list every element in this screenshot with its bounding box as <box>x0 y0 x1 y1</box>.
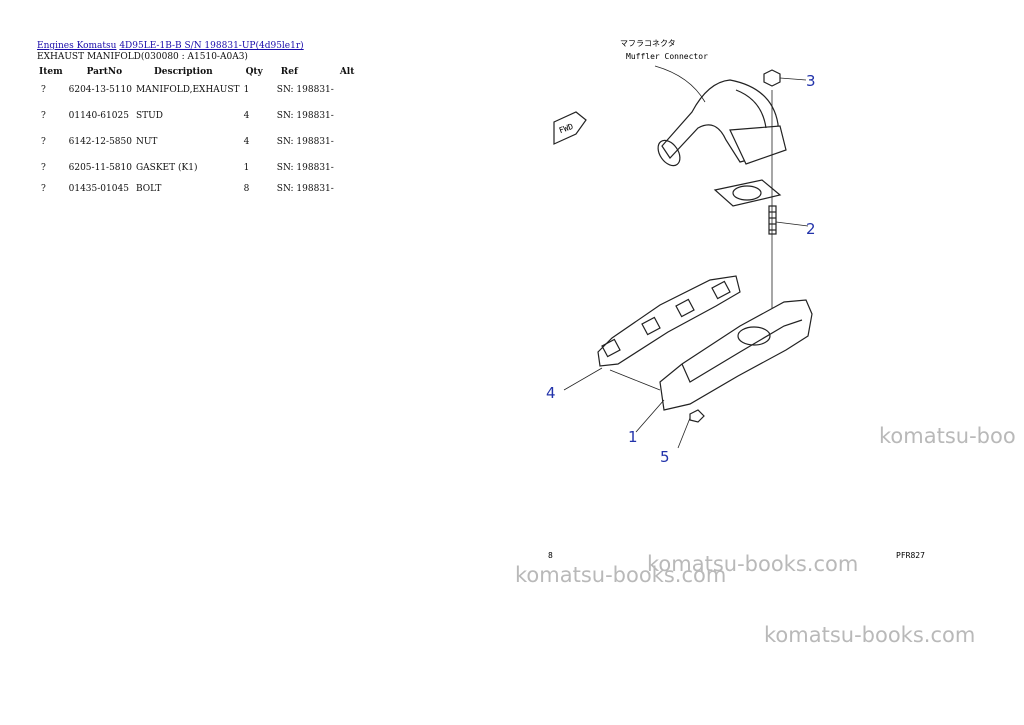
bolt-shape <box>677 409 705 449</box>
stud-shape <box>768 205 809 235</box>
cell-alt <box>336 85 359 111</box>
callout-2: 2 <box>806 220 816 238</box>
cell-alt <box>336 163 359 184</box>
col-qty: Qty <box>245 67 263 77</box>
cell-item: ? <box>41 163 46 173</box>
watermark: komatsu-boo <box>879 424 1016 448</box>
muffler-connector-shape <box>657 79 787 167</box>
cell-qty: 4 <box>243 137 250 147</box>
callout-5: 5 <box>660 448 670 466</box>
cell-partno: 6204-13-5110 <box>68 85 132 95</box>
connector-gasket-shape <box>713 179 782 207</box>
cell-ref: SN: 198831- <box>276 137 334 147</box>
page-subtitle: EXHAUST MANIFOLD(030080 : A1510-A0A3) <box>37 52 248 62</box>
parts-table: Item PartNo Description Qty Ref Alt ? 62… <box>35 64 358 204</box>
col-partno: PartNo <box>86 67 123 77</box>
cell-partno: 01435-01045 <box>68 184 129 194</box>
callout-4: 4 <box>546 384 556 402</box>
cell-description: GASKET (K1) <box>135 163 198 173</box>
cell-ref: SN: 198831- <box>276 184 334 194</box>
cell-qty: 1 <box>243 163 250 173</box>
watermark: komatsu-books.com <box>515 563 727 587</box>
cell-qty: 8 <box>243 184 250 194</box>
jp-label: マフラコネクタ <box>620 39 676 48</box>
cell-partno: 6142-12-5850 <box>68 137 132 147</box>
cell-alt <box>336 137 359 163</box>
cell-ref: SN: 198831- <box>276 111 334 121</box>
cell-alt <box>336 184 359 204</box>
col-item: Item <box>39 67 63 77</box>
cell-ref: SN: 198831- <box>276 85 334 95</box>
cell-item: ? <box>41 85 46 95</box>
cell-item: ? <box>41 111 46 121</box>
col-description: Description <box>153 67 213 77</box>
cell-description: STUD <box>135 111 163 121</box>
figure-code: PFR827 <box>896 551 925 560</box>
watermark: komatsu-books.com <box>764 623 976 647</box>
fwd-arrow-icon <box>553 111 587 145</box>
breadcrumb-link-model[interactable]: 4D95LE-1B-B S/N 198831-UP(4d95le1r) <box>119 41 304 51</box>
cell-qty: 1 <box>243 85 250 95</box>
cell-partno: 01140-61025 <box>68 111 129 121</box>
table-header-row: Item PartNo Description Qty Ref Alt <box>35 64 358 85</box>
exhaust-manifold-shape <box>609 299 813 433</box>
callout-3: 3 <box>806 72 816 90</box>
cell-description: MANIFOLD,EXHAUST <box>135 85 240 95</box>
table-row: ? 6205-11-5810 GASKET (K1) 1 SN: 198831- <box>35 163 358 184</box>
col-alt: Alt <box>339 67 355 77</box>
cell-description: BOLT <box>135 184 162 194</box>
cell-partno: 6205-11-5810 <box>68 163 132 173</box>
table-row: ? 01435-01045 BOLT 8 SN: 198831- <box>35 184 358 204</box>
cell-alt <box>336 111 359 137</box>
parts-diagram: FWD マフラコネクタ Muffler Connector 3 2 4 1 5 … <box>546 39 925 560</box>
cell-ref: SN: 198831- <box>276 163 334 173</box>
cell-item: ? <box>41 184 46 194</box>
table-row: ? 6204-13-5110 MANIFOLD,EXHAUST 1 SN: 19… <box>35 85 358 111</box>
breadcrumb: Engines Komatsu 4D95LE-1B-B S/N 198831-U… <box>37 40 304 52</box>
muffler-connector-label: Muffler Connector <box>626 52 708 61</box>
cell-description: NUT <box>135 137 158 147</box>
callout-1: 1 <box>628 428 638 446</box>
table-row: ? 6142-12-5850 NUT 4 SN: 198831- <box>35 137 358 163</box>
watermark: komatsu-books.com <box>647 552 859 576</box>
manifold-gasket-shape <box>563 275 741 391</box>
cell-item: ? <box>41 137 46 147</box>
cell-qty: 4 <box>243 111 250 121</box>
breadcrumb-link-engines[interactable]: Engines Komatsu <box>37 41 117 51</box>
nut-shape <box>763 69 807 87</box>
table-row: ? 01140-61025 STUD 4 SN: 198831- <box>35 111 358 137</box>
corner-mark: 8 <box>548 551 553 560</box>
col-ref: Ref <box>280 67 298 77</box>
